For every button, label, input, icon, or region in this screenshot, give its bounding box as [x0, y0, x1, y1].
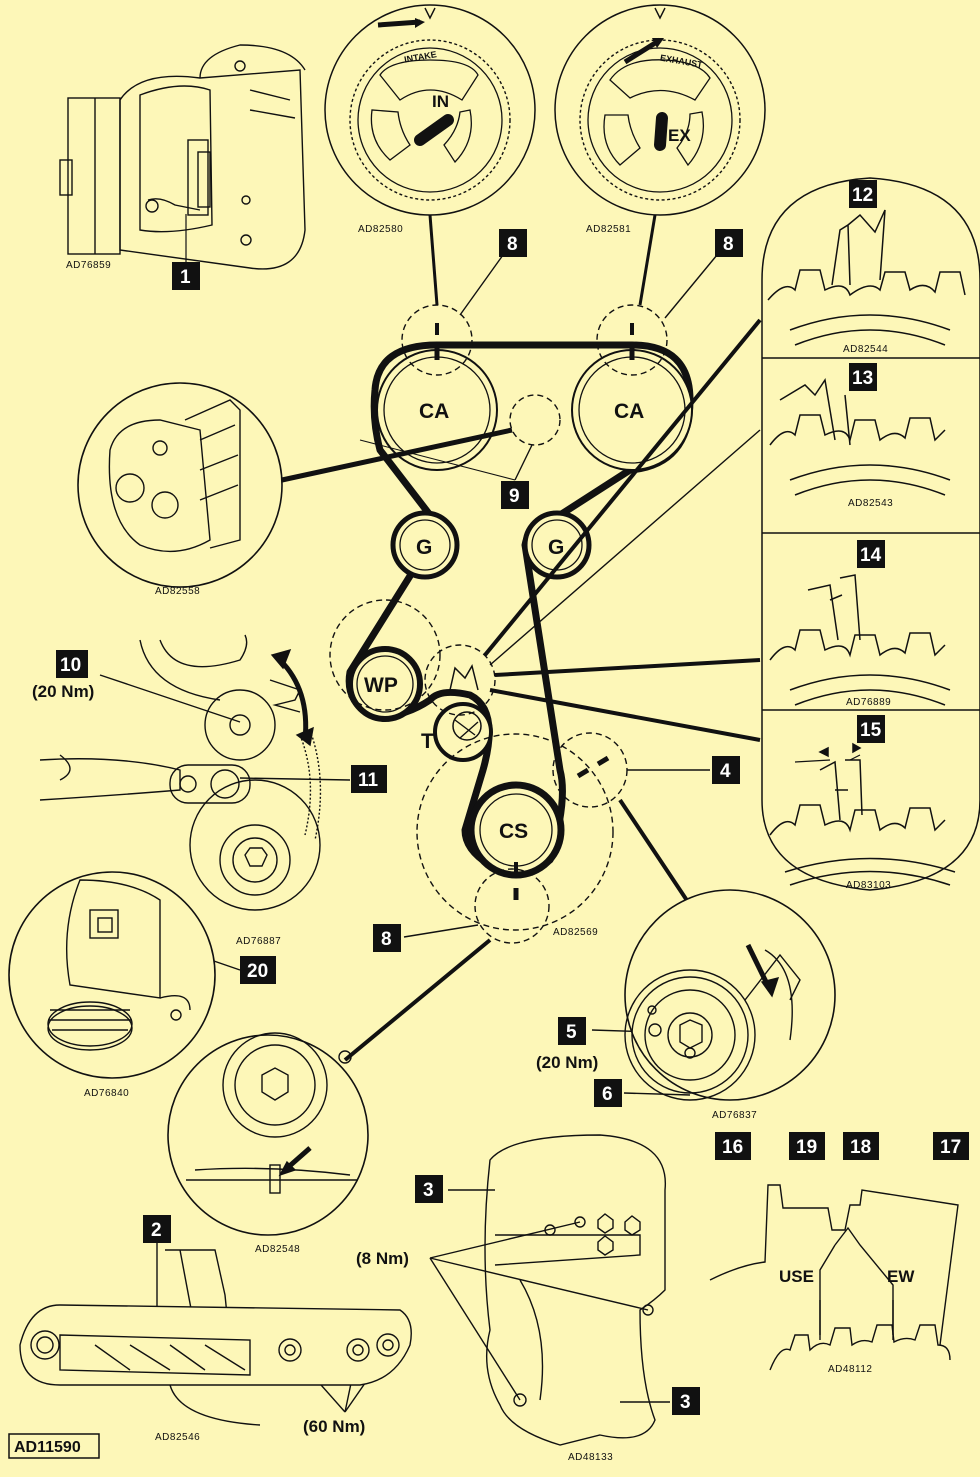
svg-text:16: 16: [722, 1137, 743, 1158]
svg-text:1: 1: [180, 267, 191, 288]
svg-text:3: 3: [680, 1392, 691, 1413]
callout-12: 12: [849, 180, 877, 208]
callout-1: 1: [172, 262, 200, 290]
svg-text:6: 6: [602, 1084, 613, 1105]
timing-cover-detail: [484, 1134, 666, 1446]
svg-text:8: 8: [381, 929, 392, 950]
crank-timing-detail: [167, 1032, 369, 1236]
callout-5: 5: [558, 1017, 586, 1045]
ref-ad82569: AD82569: [553, 927, 598, 938]
callout-20: 20: [240, 956, 276, 984]
tensioner-detail: [59, 44, 306, 270]
dashed-zoom-circles: [329, 304, 668, 944]
belt-routing: [345, 341, 694, 900]
engine-bracket-detail: [19, 1249, 412, 1426]
callout-3-top: 3: [415, 1175, 443, 1203]
callout-16: 16: [715, 1132, 751, 1160]
svg-text:18: 18: [850, 1137, 871, 1158]
callout-boxes: 1 8 8 9 12 13 14 15 10 11 4 8 20 5 6 16 …: [56, 180, 969, 1415]
tensioner-adjust-detail: [39, 634, 322, 911]
tooth-wear-panel: [761, 177, 980, 891]
exhaust-label: EX: [668, 126, 691, 145]
svg-text:5: 5: [566, 1022, 577, 1043]
svg-text:20: 20: [247, 961, 268, 982]
callout-11: 11: [351, 765, 387, 793]
ref-ad76887: AD76887: [236, 936, 281, 947]
svg-text:9: 9: [509, 486, 520, 507]
pulley-wp: WP: [364, 674, 398, 697]
ref-ad76889: AD76889: [846, 697, 891, 708]
callout-13: 13: [849, 363, 877, 391]
ref-ad82558: AD82558: [155, 586, 200, 597]
callout-8-right: 8: [715, 229, 743, 257]
callout-14: 14: [857, 540, 885, 568]
pulley-g-left: G: [416, 536, 432, 559]
callout-6: 6: [594, 1079, 622, 1107]
torque-3: (8 Nm): [356, 1249, 409, 1268]
svg-text:3: 3: [423, 1180, 434, 1201]
svg-text:8: 8: [507, 234, 518, 255]
pulley-ca-right: CA: [614, 400, 644, 423]
intake-sprocket-detail: [324, 4, 536, 216]
ref-ad76840: AD76840: [84, 1088, 129, 1099]
svg-text:13: 13: [852, 368, 873, 389]
crank-pulley-detail: [624, 889, 836, 1101]
ref-ad83103: AD83103: [846, 880, 891, 891]
svg-text:AD11590: AD11590: [14, 1439, 81, 1456]
svg-text:14: 14: [860, 545, 882, 566]
ref-ad48112: AD48112: [828, 1364, 872, 1375]
pulley-detail-20: [8, 871, 216, 1079]
ref-ad82546: AD82546: [155, 1432, 200, 1443]
callout-2: 2: [143, 1215, 171, 1243]
callout-7: 8: [373, 924, 401, 952]
callout-9: 9: [501, 481, 529, 509]
svg-text:2: 2: [151, 1220, 162, 1241]
torque-5: (20 Nm): [536, 1053, 598, 1072]
svg-text:19: 19: [796, 1137, 817, 1158]
svg-text:8: 8: [723, 234, 734, 255]
callout-8-left: 8: [499, 229, 527, 257]
callout-17: 17: [933, 1132, 969, 1160]
svg-text:4: 4: [720, 761, 731, 782]
svg-text:17: 17: [940, 1137, 961, 1158]
callout-18: 18: [843, 1132, 879, 1160]
pulley-ca-left: CA: [419, 400, 449, 423]
torque-10: (20 Nm): [32, 682, 94, 701]
callout-15: 15: [857, 715, 885, 743]
callout-19: 19: [789, 1132, 825, 1160]
cam-locking-tool-detail: [77, 382, 283, 588]
ref-ad82543: AD82543: [848, 498, 893, 509]
pulley-t: T: [421, 730, 434, 753]
gauge-word-new: EW: [887, 1267, 915, 1286]
svg-text:15: 15: [860, 720, 882, 741]
pulley-cs: CS: [499, 820, 528, 843]
ref-ad82548: AD82548: [255, 1244, 300, 1255]
ref-ad76859: AD76859: [66, 260, 111, 271]
ref-ad82581: AD82581: [586, 224, 631, 235]
gauge-word-used: USE: [779, 1267, 814, 1286]
ref-ad82544: AD82544: [843, 344, 888, 355]
torque-2: (60 Nm): [303, 1417, 365, 1436]
belt-gauge-detail: [709, 1184, 959, 1371]
callout-4: 4: [712, 756, 740, 784]
ref-ad82580: AD82580: [358, 224, 403, 235]
callout-3-bottom: 3: [672, 1387, 700, 1415]
ref-ad76837: AD76837: [712, 1110, 757, 1121]
svg-text:10: 10: [60, 655, 81, 676]
pulley-g-right: G: [548, 536, 564, 559]
svg-text:11: 11: [358, 770, 379, 791]
main-reference-box: AD11590: [8, 1433, 100, 1459]
ref-ad48133: AD48133: [568, 1452, 613, 1463]
svg-text:12: 12: [852, 185, 873, 206]
intake-label: IN: [432, 92, 449, 111]
exhaust-sprocket-detail: [554, 4, 766, 216]
callout-10: 10: [56, 650, 88, 678]
